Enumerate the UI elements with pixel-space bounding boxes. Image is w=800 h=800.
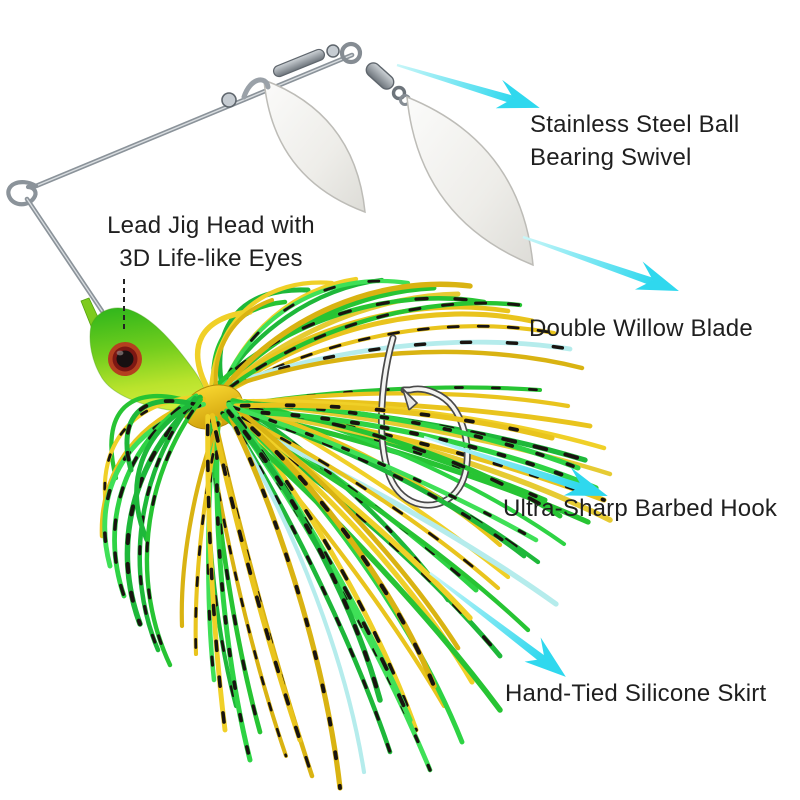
wire-bead — [221, 92, 237, 108]
arrow-shaft — [423, 435, 583, 492]
skirt-strand — [193, 420, 222, 657]
skirt-strand — [236, 411, 526, 558]
skirt-strand — [217, 301, 522, 398]
skirt-strand — [102, 402, 206, 568]
skirt-strand — [215, 279, 410, 401]
hook-barb — [401, 387, 419, 412]
label-skirt: Hand-Tied Silicone Skirt — [505, 680, 767, 707]
skirt-strand — [226, 402, 412, 722]
skirt-strand — [225, 408, 500, 590]
skirt-strand — [209, 421, 263, 735]
arrow-shaft — [429, 572, 547, 664]
willow-blade-small — [263, 78, 366, 214]
skirt-strand — [214, 421, 252, 762]
skirt-strand — [213, 281, 473, 402]
skirt-strand — [208, 349, 585, 397]
skirt-strand — [228, 404, 538, 542]
arrow-to-blade-label — [522, 235, 679, 291]
ball-bearing-swivel — [365, 62, 395, 90]
skirt-strand — [103, 395, 200, 508]
silicone-skirt-back — [194, 276, 585, 402]
skirt-strand — [134, 397, 201, 543]
arrow-head — [524, 637, 566, 677]
wire-bead — [326, 44, 340, 58]
skirt-strand — [227, 402, 580, 470]
label-blade: Double Willow Blade — [529, 315, 753, 342]
arrow-to-hook-label — [423, 435, 608, 496]
silicone-skirt-mid — [99, 385, 613, 791]
eye-highlight — [116, 350, 124, 356]
skirt-strand — [234, 406, 461, 651]
arrow-head — [634, 261, 679, 291]
skirt-strand — [224, 409, 598, 490]
skirt-strand — [210, 413, 302, 742]
jig-head — [80, 297, 208, 413]
skirt-strand — [228, 417, 392, 754]
willow-blade-large — [406, 95, 534, 267]
arrow-head — [495, 79, 540, 109]
label-hook: Ultra-Sharp Barbed Hook — [503, 495, 778, 522]
silicone-skirt-front — [223, 401, 599, 723]
skirt-strand — [226, 409, 383, 703]
skirt-strand — [125, 399, 199, 472]
arrow-shaft — [396, 63, 515, 104]
wire-frame — [6, 52, 355, 314]
skirt-strand — [194, 309, 253, 396]
skirt-strand — [231, 409, 437, 689]
wire-top-loop — [339, 41, 363, 65]
blade-clevis — [241, 77, 271, 100]
arrow-head — [563, 467, 608, 496]
skirt-strand — [227, 417, 367, 775]
skirt-strand — [233, 403, 554, 440]
skirt-strand — [230, 410, 473, 621]
skirt-strand — [228, 415, 342, 790]
arrow-to-swivel-label — [396, 63, 540, 109]
skirt-strand — [219, 324, 556, 398]
skirt-strand — [213, 297, 275, 399]
label-swivel: Stainless Steel Ball Bearing Swivel — [530, 111, 740, 171]
wire-lower-arm-sheen — [26, 198, 103, 312]
wire-line-tie-bend — [6, 180, 39, 207]
skirt-strand — [209, 296, 486, 393]
skirt-strand — [205, 414, 227, 732]
blade-hardware — [221, 41, 411, 108]
skirt-strand — [125, 395, 203, 627]
skirt-strand — [112, 394, 198, 598]
wire-sleeve — [272, 48, 326, 78]
swivel-ring — [391, 85, 407, 101]
label-jig-head: Lead Jig Head with 3D Life-like Eyes — [107, 212, 315, 272]
wire-upper-arm-sheen — [35, 54, 353, 187]
arrow-shaft — [522, 235, 654, 286]
arrow-to-skirt-label — [429, 572, 566, 677]
skirt-strand — [144, 397, 203, 668]
